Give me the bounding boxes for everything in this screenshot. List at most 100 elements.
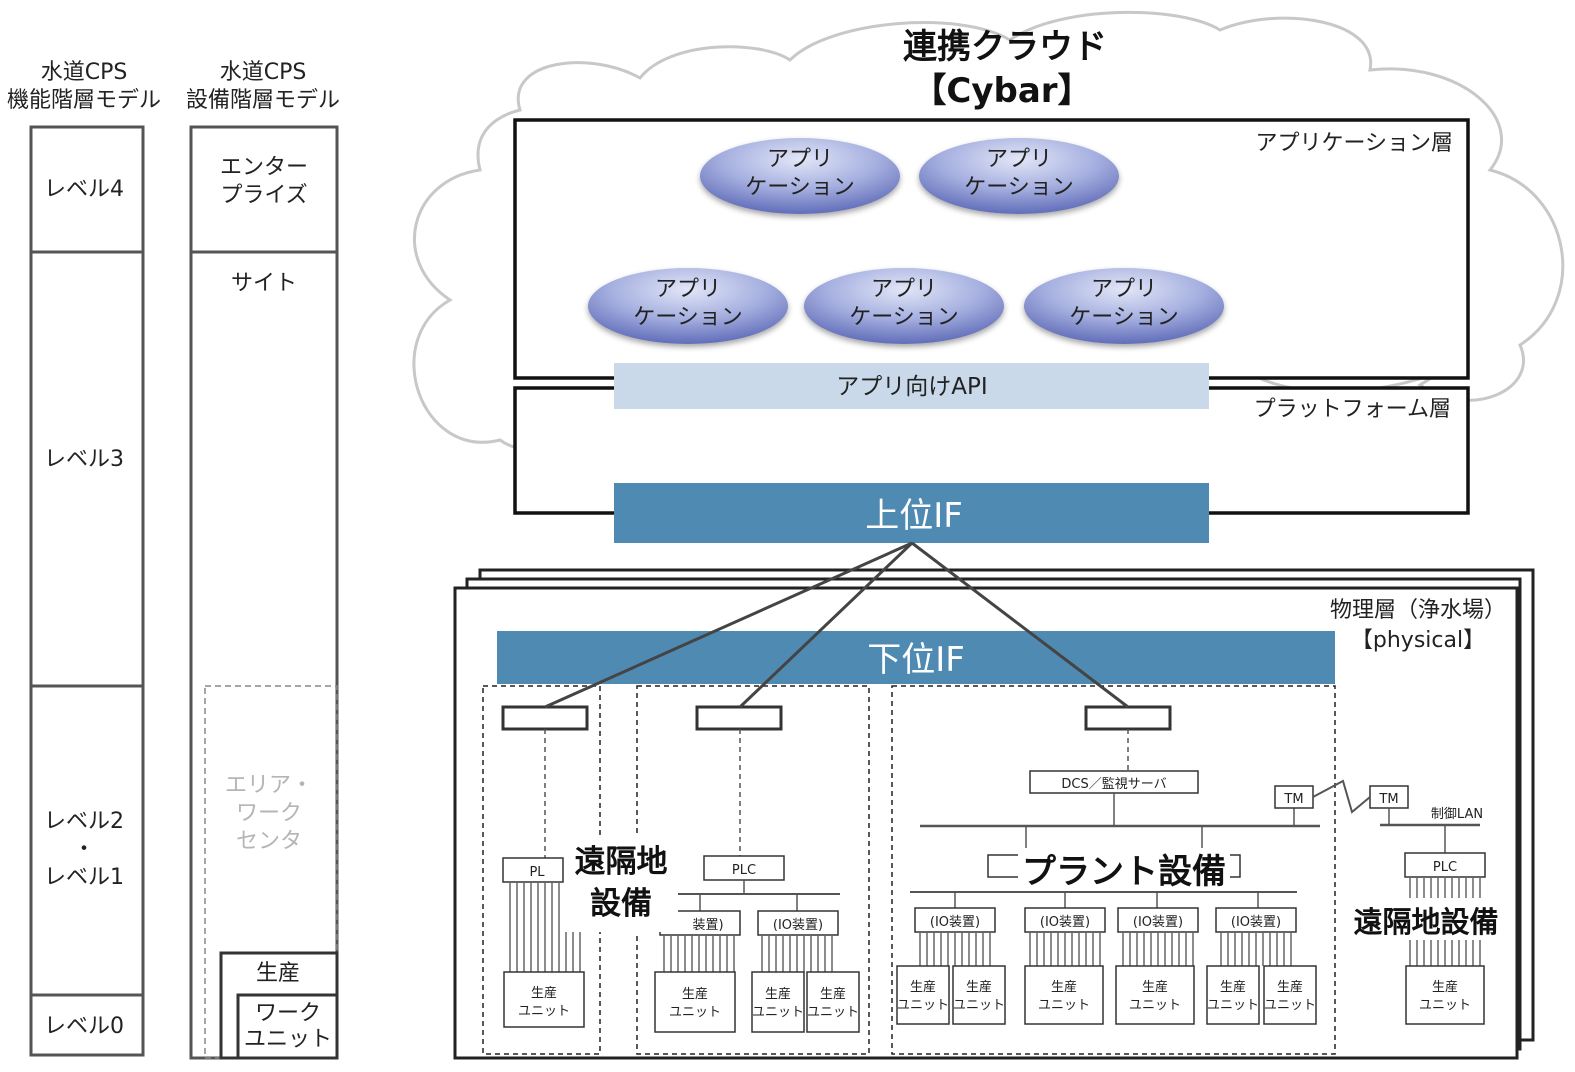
plant-label: プラント設備 — [1022, 852, 1226, 892]
functional-title-line1: 水道CPS — [41, 60, 128, 85]
enterprise-label-1: エンター — [220, 155, 308, 180]
level2-label: レベル2 — [44, 809, 124, 834]
plant-label-bg — [1018, 848, 1230, 890]
site-label: サイト — [231, 271, 297, 296]
plant-unit-box — [1263, 965, 1317, 1025]
work-unit-label-2: ユニット — [244, 1027, 332, 1052]
level-dot: ・ — [73, 837, 95, 862]
unit-box — [503, 971, 585, 1028]
level3-label: レベル3 — [44, 447, 124, 472]
plant-io-label: (IO装置) — [930, 915, 980, 930]
io-wires — [663, 935, 833, 972]
unit-label-1: 生産 — [682, 986, 708, 1002]
unit-box — [751, 971, 805, 1033]
app-label-2: ケーション — [633, 305, 743, 330]
app-ellipse: アプリ ケーション — [919, 138, 1119, 214]
production-label: 生産 — [256, 961, 300, 986]
unit-label-2: ユニット — [1129, 998, 1181, 1013]
dcs-label: DCS／監視サーバ — [1061, 776, 1166, 792]
app-label-2: ケーション — [964, 175, 1074, 200]
remote-right-label-bg — [1343, 898, 1509, 940]
io-wires — [509, 882, 581, 972]
level0-label: レベル0 — [44, 1014, 124, 1039]
physical-label-1: 物理層（浄水場） — [1330, 598, 1506, 623]
equipment-model: 水道CPS 設備階層モデル エンター プライズ サイト エリア・ ワーク センタ… — [186, 60, 340, 1060]
plant-io-box — [1117, 907, 1199, 933]
plc-label: PLC — [732, 863, 756, 878]
remote-right-label: 遠隔地設備 — [1353, 905, 1498, 939]
equipment-column — [189, 125, 339, 1060]
enterprise-label-2: プライズ — [220, 183, 307, 208]
plant-io-box — [1215, 907, 1297, 933]
plant-io-label: (IO装置) — [1231, 915, 1281, 930]
app-api-bar — [614, 363, 1209, 409]
unit-label-1: 生産 — [820, 986, 846, 1002]
unit-label-2: ユニット — [897, 998, 949, 1013]
unit-label-2: ユニット — [953, 998, 1005, 1013]
unit-label-2: ユニット — [1207, 998, 1259, 1013]
plant-io-box — [1024, 907, 1106, 933]
remote-site-label-1: 遠隔地 — [575, 844, 668, 880]
equipment-title-line2: 設備階層モデル — [186, 88, 340, 113]
app-ellipse: アプリ ケーション — [700, 138, 900, 214]
app-label-2: ケーション — [1069, 305, 1179, 330]
unit-box — [806, 971, 860, 1033]
work-unit-box — [236, 993, 339, 1060]
control-lan-label: 制御LAN — [1431, 807, 1483, 822]
plant-unit-box — [1024, 965, 1104, 1025]
app-label-1: アプリ — [986, 147, 1052, 172]
app-label-2: ケーション — [745, 175, 855, 200]
app-label-2: ケーション — [849, 305, 959, 330]
app-label-1: アプリ — [767, 147, 833, 172]
plant-unit-box — [896, 965, 950, 1025]
plant-io-box — [914, 907, 996, 933]
plant-io-wires — [919, 932, 1292, 966]
unit-label-2: ユニット — [752, 1005, 804, 1020]
unit-label-1: 生産 — [1142, 979, 1168, 995]
plc-box — [703, 855, 785, 881]
unit-label-1: 生産 — [910, 979, 936, 995]
plant-unit-box — [1115, 965, 1195, 1025]
physical-label-2: 【physical】 — [1351, 628, 1485, 653]
gateway-box — [695, 705, 783, 731]
unit-label-1: 生産 — [531, 985, 557, 1001]
io-box — [757, 910, 839, 936]
equipment-title-line1: 水道CPS — [220, 60, 307, 85]
unit-label-2: ユニット — [518, 1004, 570, 1019]
unit-label-1: 生産 — [1432, 979, 1458, 995]
unit-label-1: 生産 — [1277, 979, 1303, 995]
plant-unit-box — [1206, 965, 1260, 1025]
upper-if-bar — [614, 483, 1209, 543]
gateway-box — [1084, 705, 1172, 731]
app-ellipse: アプリ ケーション — [1024, 268, 1224, 344]
gateway-box — [501, 705, 589, 731]
level4-label: レベル4 — [44, 177, 124, 202]
app-api-label: アプリ向けAPI — [836, 374, 987, 400]
unit-label-1: 生産 — [966, 979, 992, 995]
unit-label-2: ユニット — [1419, 998, 1471, 1013]
unit-label-2: ユニット — [807, 1005, 859, 1020]
app-label-1: アプリ — [871, 277, 937, 302]
area-label-2: ワーク — [236, 801, 302, 826]
remote-site-label-bg — [564, 836, 678, 932]
level1-label: レベル1 — [44, 865, 124, 890]
io-label-partial: 装置) — [692, 918, 723, 933]
unit-label-1: 生産 — [765, 986, 791, 1002]
app-label-1: アプリ — [655, 277, 721, 302]
plc-box-partial — [502, 857, 564, 883]
remote-plc-box — [1404, 852, 1486, 878]
unit-label-2: ユニット — [1038, 998, 1090, 1013]
work-unit-label-1: ワーク — [255, 1001, 321, 1026]
area-label-1: エリア・ — [225, 773, 313, 798]
physical-layer: 物理層（浄水場） 【physical】 下位IF PL 生産 ユニット PLC — [453, 541, 1535, 1060]
unit-box — [654, 971, 736, 1033]
io-label: (IO装置) — [773, 918, 823, 933]
plc-label-partial: PL — [529, 865, 545, 880]
unit-label-2: ユニット — [669, 1005, 721, 1020]
applications: アプリ ケーション アプリ ケーション アプリ ケーション アプリ ケーション … — [588, 138, 1224, 344]
if-connections — [544, 541, 1129, 709]
platform-layer-label: プラットフォーム層 — [1254, 397, 1451, 422]
unit-label-1: 生産 — [1220, 979, 1246, 995]
app-ellipse: アプリ ケーション — [804, 268, 1004, 344]
